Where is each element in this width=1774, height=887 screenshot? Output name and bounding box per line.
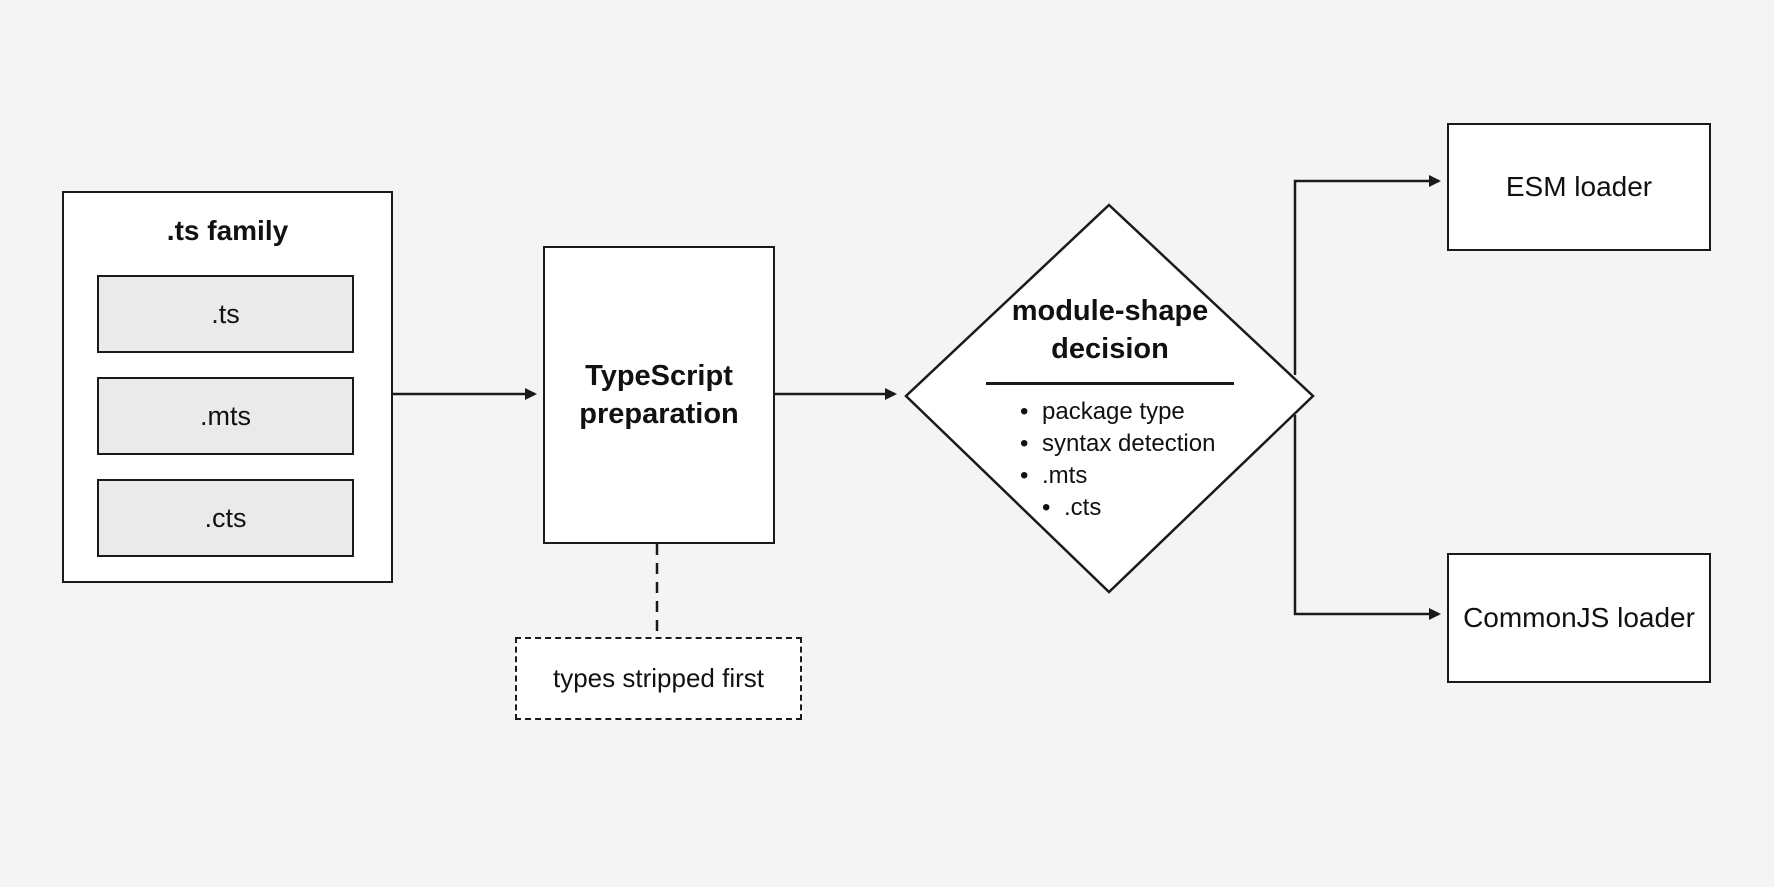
esm-loader-box: ESM loader — [1447, 123, 1711, 251]
commonjs-loader-label: CommonJS loader — [1463, 602, 1695, 633]
criterion-item: •syntax detection — [1020, 430, 1216, 457]
types-stripped-note: types stripped first — [515, 637, 802, 720]
commonjs-loader-box: CommonJS loader — [1447, 553, 1711, 683]
esm-loader-label: ESM loader — [1505, 171, 1653, 202]
typescript-preparation-box: TypeScript preparation — [543, 246, 775, 544]
arrow-decision-to-esm — [1293, 175, 1441, 375]
criterion-item: •.cts — [1042, 494, 1102, 521]
arrow-decision-to-commonjs — [1293, 415, 1441, 620]
ts-family-group: .ts family .ts .mts .cts — [62, 191, 393, 583]
typescript-preparation-label: TypeScript preparation — [579, 360, 739, 430]
decision-criteria-list: •package type •syntax detection •.mts •.… — [1020, 396, 1215, 524]
extension-mts: .mts — [97, 377, 354, 455]
criterion-item: •package type — [1020, 398, 1185, 425]
ts-family-title: .ts family — [166, 215, 289, 246]
extension-ts: .ts — [97, 275, 354, 353]
decision-title: module-shape decision — [1011, 295, 1209, 365]
criterion-item: •.mts — [1020, 462, 1088, 489]
decision-content: module-shape decision •package type •syn… — [960, 292, 1260, 521]
decision-divider — [986, 382, 1234, 385]
extension-cts: .cts — [97, 479, 354, 557]
types-stripped-label: types stripped first — [553, 663, 764, 693]
decision-diamond — [904, 203, 1315, 594]
